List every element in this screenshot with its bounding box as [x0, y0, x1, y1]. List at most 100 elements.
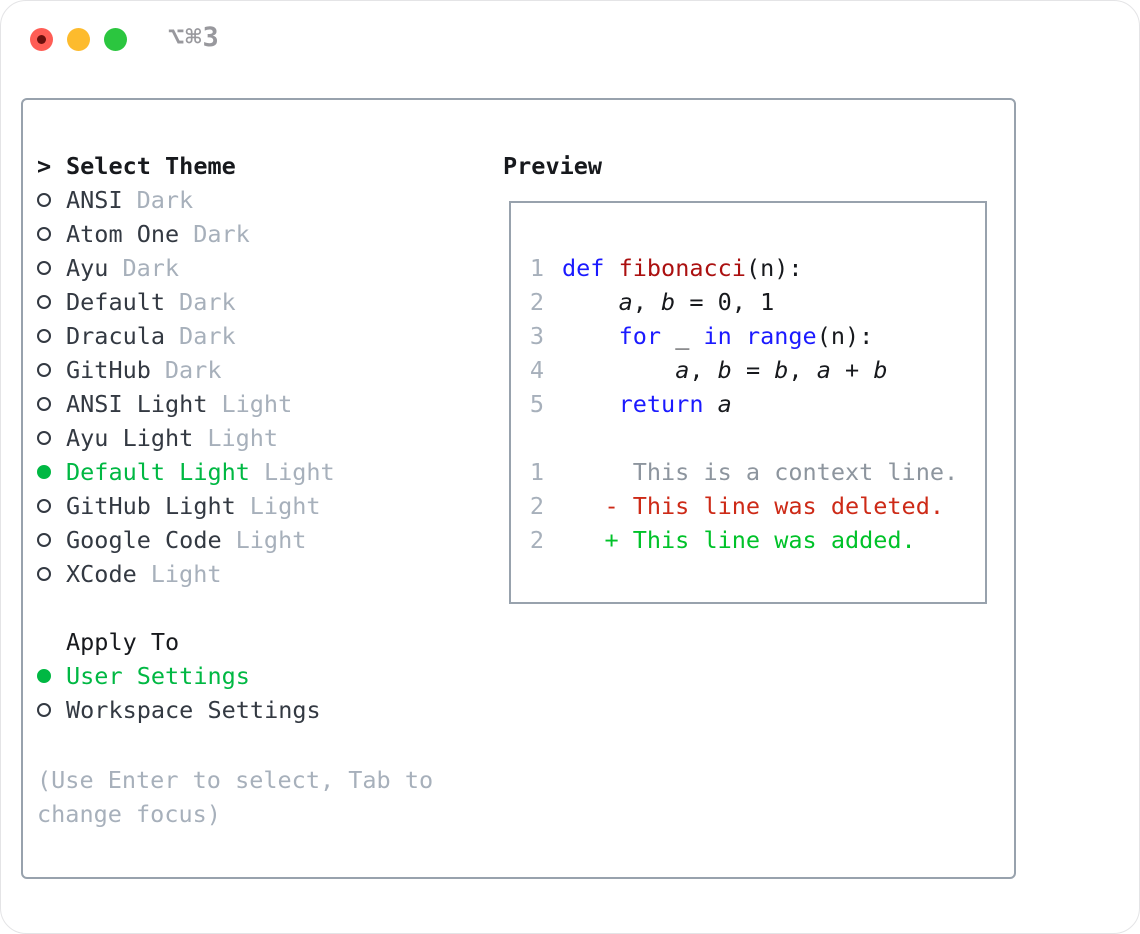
theme-option[interactable]: Dracula Dark: [37, 319, 335, 353]
code-line: 5 return a: [529, 387, 958, 421]
theme-option[interactable]: Atom One Dark: [37, 217, 335, 251]
option-variant: Dark: [193, 220, 250, 248]
minimize-button[interactable]: [67, 28, 90, 51]
bullet: [37, 295, 66, 309]
option-label: User Settings: [66, 662, 250, 690]
bullet: [37, 431, 66, 445]
radio-icon: [37, 261, 51, 275]
option-variant: Dark: [164, 356, 222, 384]
close-button[interactable]: [30, 28, 53, 51]
apply-to-header-row: Apply To: [37, 625, 335, 659]
code-line: 4 a, b = b, a + b: [529, 353, 958, 387]
code-line: [529, 421, 958, 455]
option-label: Workspace Settings: [66, 696, 321, 724]
radio-icon: [37, 295, 51, 309]
code-line: 1 This is a context line.: [529, 455, 958, 489]
radio-icon: [37, 431, 51, 445]
help-line-1: (Use Enter to select, Tab to: [37, 766, 434, 794]
line-number: 3: [529, 322, 544, 350]
line-number: 5: [529, 390, 544, 418]
line-content: This is a context line.: [562, 458, 959, 486]
radio-selected-icon: [37, 669, 51, 683]
zoom-button[interactable]: [104, 28, 127, 51]
line-content: def fibonacci(n):: [562, 254, 803, 282]
option-label: Default: [66, 288, 166, 316]
code-line: 2 a, b = 0, 1: [529, 285, 958, 319]
spacer: [37, 591, 335, 625]
apply-to-header: Apply To: [66, 628, 180, 656]
line-content: return a: [618, 390, 732, 418]
radio-icon: [37, 499, 51, 513]
apply-to-option[interactable]: User Settings: [37, 659, 335, 693]
help-text: (Use Enter to select, Tab to change focu…: [37, 763, 433, 831]
theme-option[interactable]: Google Code Light: [37, 523, 335, 557]
radio-icon: [37, 567, 51, 581]
bullet: [37, 499, 66, 513]
bullet: [37, 669, 66, 683]
code-line: 2 + This line was added.: [529, 523, 958, 557]
bullet: [37, 397, 66, 411]
titlebar: ⌥⌘3: [1, 1, 1139, 77]
option-variant: Light: [221, 390, 293, 418]
code-line: 1 def fibonacci(n):: [529, 251, 958, 285]
option-label: ANSI Light: [66, 390, 208, 418]
option-variant: Light: [235, 526, 307, 554]
option-variant: Dark: [136, 186, 194, 214]
line-content: a, b = b, a + b: [675, 356, 888, 384]
radio-icon: [37, 397, 51, 411]
bullet: [37, 363, 66, 377]
theme-option[interactable]: ANSI Light Light: [37, 387, 335, 421]
line-number: 4: [529, 356, 544, 384]
code-line: 3 for _ in range(n):: [529, 319, 958, 353]
option-variant: Dark: [122, 254, 180, 282]
option-label: Default Light: [66, 458, 250, 486]
preview-header: Preview: [503, 152, 603, 180]
bullet: [37, 227, 66, 241]
code-line: 2 - This line was deleted.: [529, 489, 958, 523]
help-line-2: change focus): [37, 800, 221, 828]
option-label: Ayu Light: [66, 424, 194, 452]
radio-icon: [37, 533, 51, 547]
line-number: 1: [529, 458, 544, 486]
line-content: a, b = 0, 1: [618, 288, 775, 316]
line-content: + This line was added.: [562, 526, 916, 554]
line-number: 2: [529, 288, 544, 316]
option-variant: Dark: [179, 322, 236, 350]
line-number: 2: [529, 526, 544, 554]
option-label: Dracula: [66, 322, 166, 350]
bullet: [37, 533, 66, 547]
option-label: Atom One: [66, 220, 180, 248]
radio-icon: [37, 227, 51, 241]
radio-icon: [37, 193, 51, 207]
line-number: 2: [529, 492, 544, 520]
line-content: for _ in range(n):: [618, 322, 874, 350]
radio-selected-icon: [37, 465, 51, 479]
radio-icon: [37, 363, 51, 377]
bullet: [37, 567, 66, 581]
focus-caret-icon: >: [37, 152, 52, 180]
option-variant: Light: [207, 424, 279, 452]
window-title: ⌥⌘3: [168, 22, 220, 53]
theme-option[interactable]: Ayu Light Light: [37, 421, 335, 455]
radio-icon: [37, 329, 51, 343]
bullet: [37, 703, 66, 717]
line-number: 1: [529, 254, 544, 282]
select-theme-header-row: > Select Theme: [37, 149, 335, 183]
option-label: Google Code: [66, 526, 222, 554]
radio-icon: [37, 703, 51, 717]
option-variant: Light: [249, 492, 321, 520]
apply-to-option[interactable]: Workspace Settings: [37, 693, 335, 727]
